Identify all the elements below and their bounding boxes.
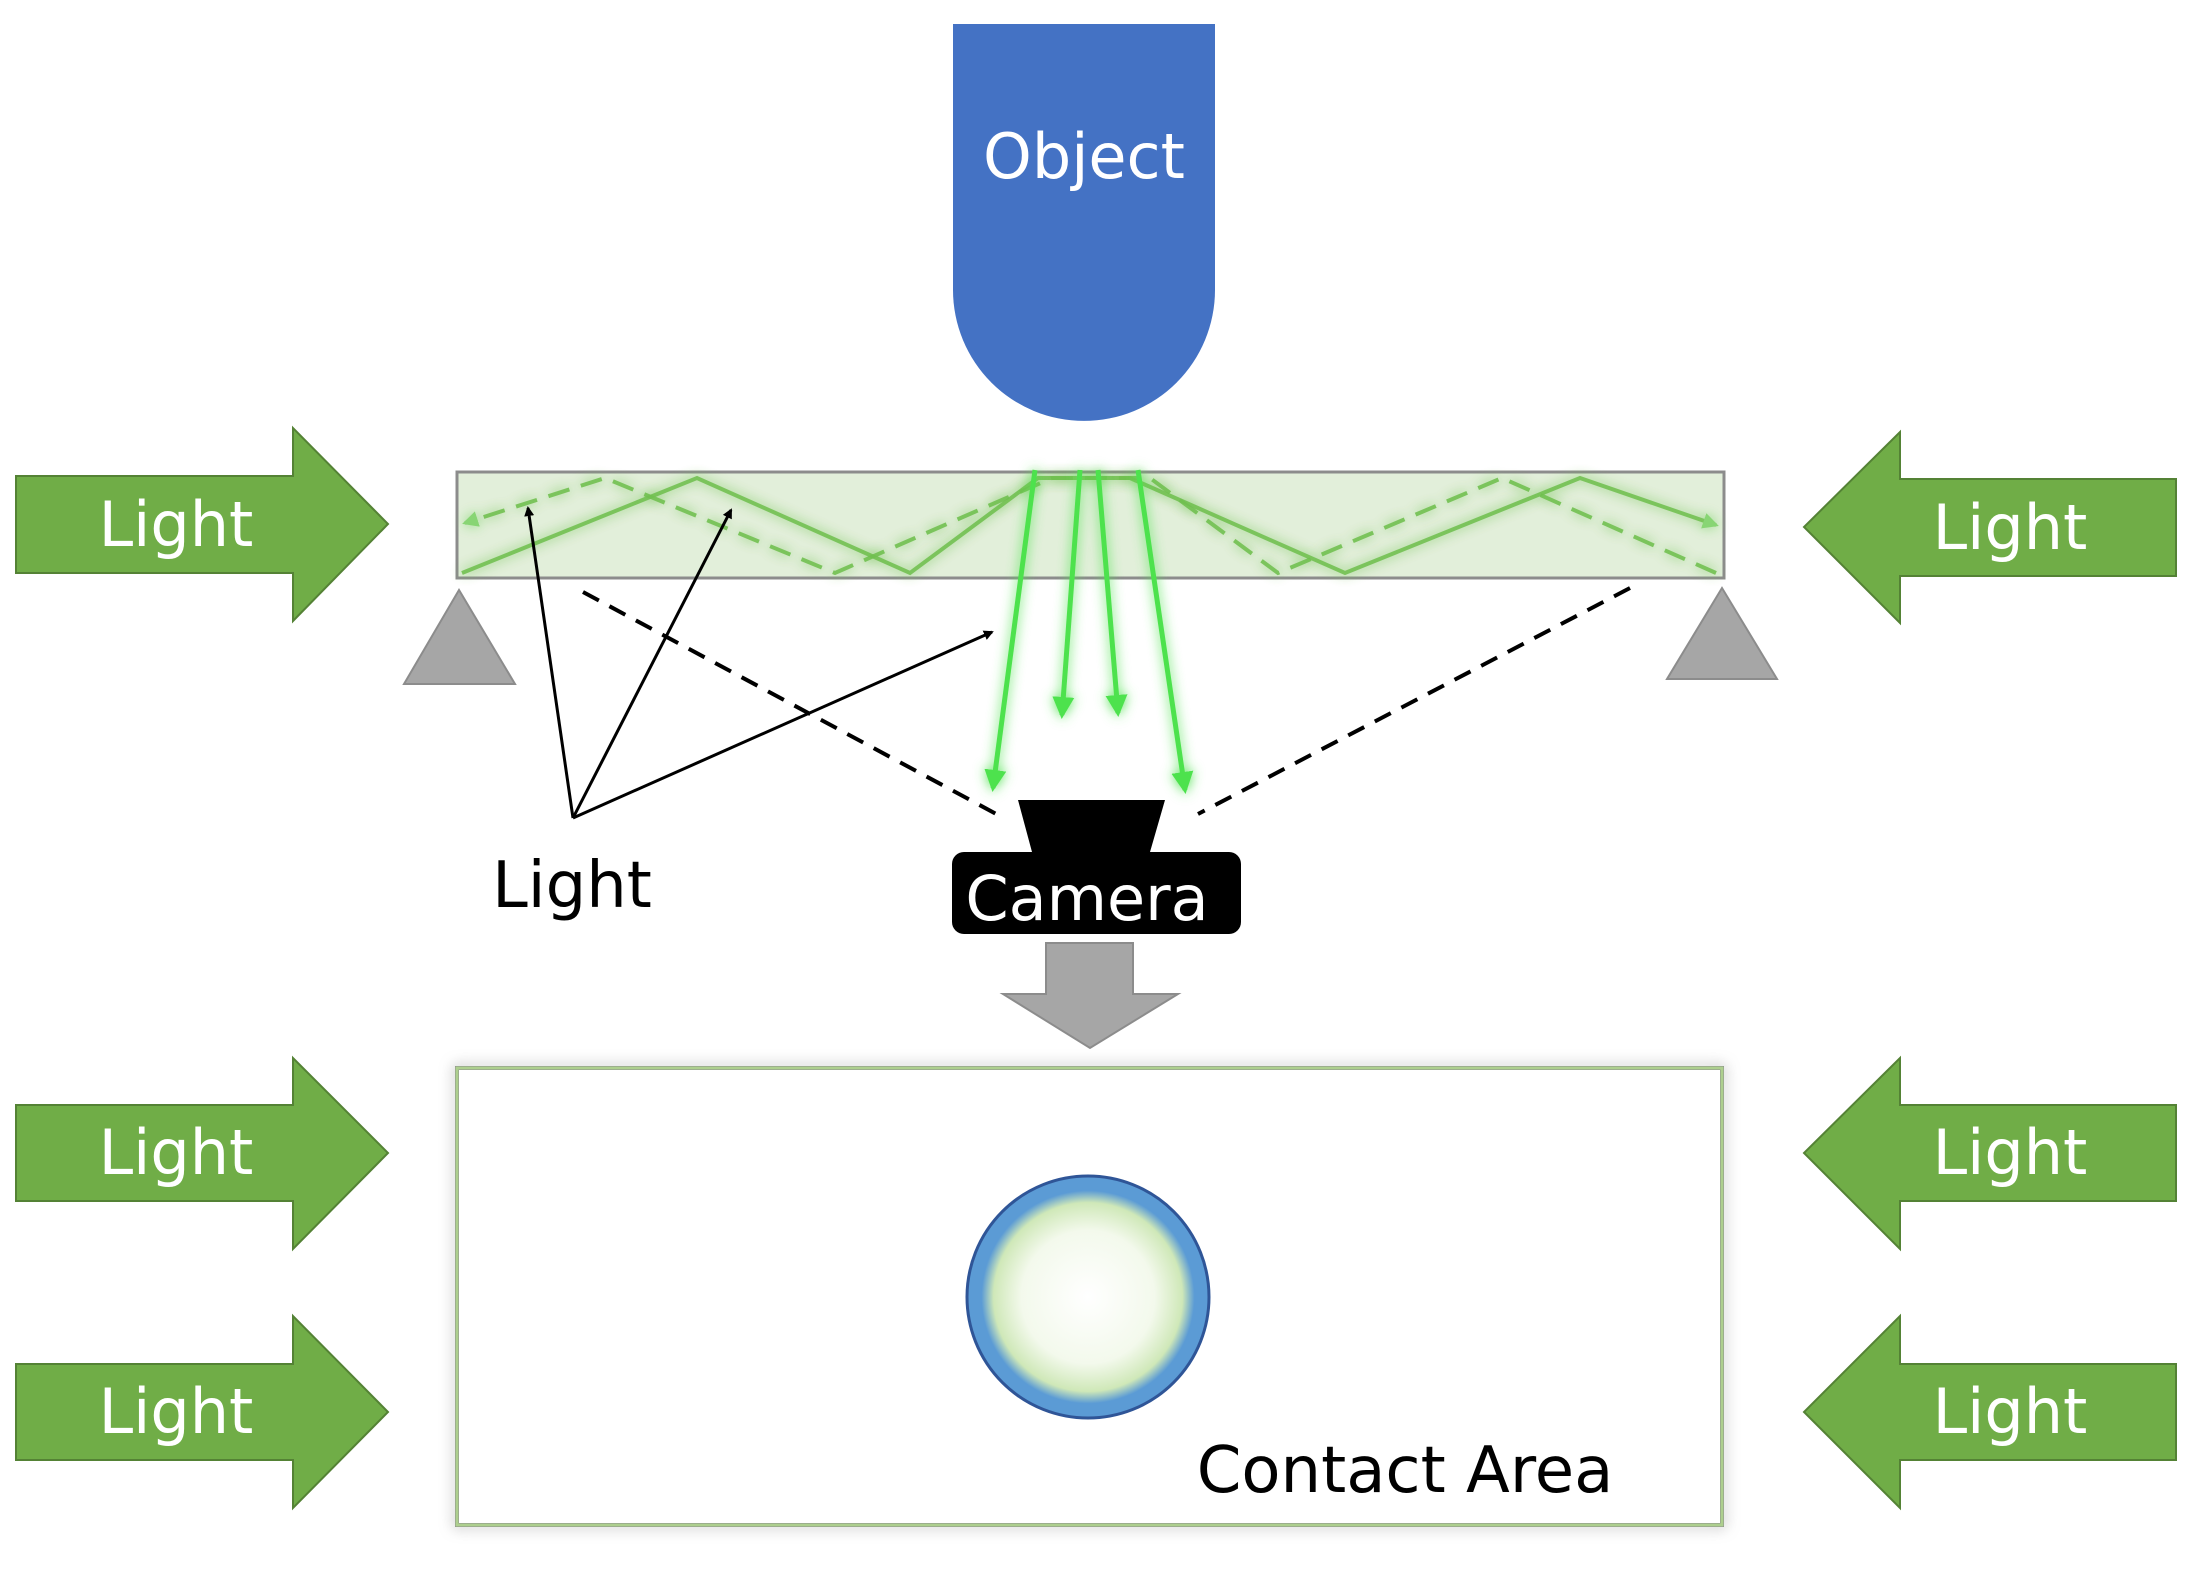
camera-output-arrow [999, 942, 1182, 1050]
light-arrow-left-middle: Light [15, 1055, 390, 1252]
svg-text:Light: Light [1933, 1375, 2088, 1448]
light-arrow-right-bottom: Light [1802, 1313, 2177, 1511]
light-annotation-arrows: Light [492, 506, 994, 923]
svg-text:Light: Light [1933, 491, 2088, 564]
svg-text:Light: Light [99, 1375, 254, 1448]
contact-area-spot [965, 1174, 1211, 1420]
light-arrow-left-top: Light [15, 425, 390, 624]
left-support-triangle [402, 588, 517, 685]
scattered-rays [984, 469, 1194, 794]
camera-fov-right [1197, 586, 1631, 816]
right-support-triangle [1665, 586, 1779, 680]
light-arrow-right-top: Light [1802, 429, 2177, 626]
svg-text:Light: Light [99, 488, 254, 561]
camera-label: Camera [965, 862, 1208, 935]
object-label: Object [983, 120, 1185, 193]
light-annotation-label: Light [492, 849, 652, 923]
waveguide-plate [455, 470, 1726, 580]
camera-fov-left [582, 590, 1001, 818]
contact-area-label: Contact Area [1197, 1434, 1614, 1508]
camera: Camera [952, 800, 1241, 935]
svg-text:Light: Light [1933, 1116, 2088, 1189]
object-probe: Object [953, 24, 1215, 421]
tir-ray-solid [461, 475, 1719, 576]
light-arrow-right-middle: Light [1802, 1055, 2177, 1252]
svg-text:Light: Light [99, 1116, 254, 1189]
light-arrow-left-bottom: Light [15, 1313, 390, 1511]
